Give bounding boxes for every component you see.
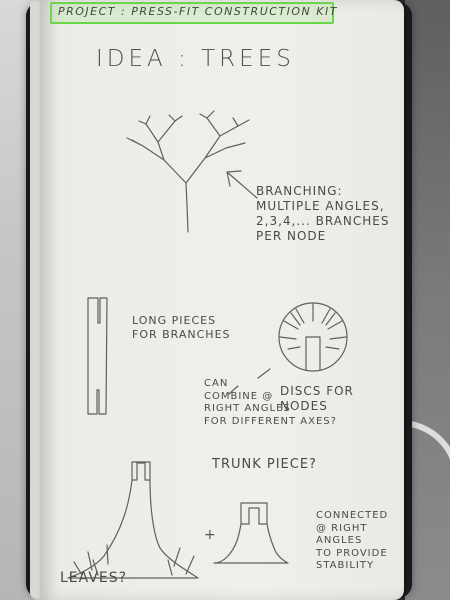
branching-note-line: PER NODE xyxy=(256,229,327,243)
long-pieces-note: LONG PIECES FOR BRANCHES xyxy=(132,314,231,342)
project-header: PROJECT : PRESS-FIT CONSTRUCTION KIT xyxy=(58,5,338,18)
connected-note-line: CONNECTED xyxy=(316,510,389,521)
white-cable xyxy=(384,420,450,600)
trunk-piece-note: TRUNK PIECE? xyxy=(212,457,317,472)
can-combine-note-line: FOR DIFFERENT AXES? xyxy=(204,415,337,427)
connected-note-line: TO PROVIDE xyxy=(316,547,388,559)
can-combine-note-line: COMBINE @ xyxy=(204,390,274,402)
discs-note-line: NODES xyxy=(280,399,328,413)
branching-note-line: BRANCHING: xyxy=(256,184,343,198)
branching-note: BRANCHING: MULTIPLE ANGLES, 2,3,4,... BR… xyxy=(256,184,389,244)
connected-note-line: @ RIGHT xyxy=(316,522,368,534)
branching-note-line: MULTIPLE ANGLES, xyxy=(256,199,385,213)
discs-note-line: DISCS FOR xyxy=(280,384,354,398)
connected-note-line: ANGLES xyxy=(316,535,363,546)
connected-note: CONNECTED @ RIGHT ANGLES TO PROVIDE STAB… xyxy=(316,510,388,573)
desk-surface-right xyxy=(405,0,450,600)
discs-note: DISCS FOR NODES xyxy=(280,384,354,414)
can-combine-note-line: CAN xyxy=(204,378,229,389)
header-highlight-box xyxy=(50,2,334,24)
plus-sign: + xyxy=(204,527,217,543)
connected-note-line: STABILITY xyxy=(316,560,375,571)
leaves-note: LEAVES? xyxy=(60,570,128,586)
can-combine-note: CAN COMBINE @ RIGHT ANGLES FOR DIFFERENT… xyxy=(204,378,337,428)
long-pieces-note-line: LONG PIECES xyxy=(132,314,217,327)
can-combine-note-line: RIGHT ANGLES xyxy=(204,403,291,414)
branching-note-line: 2,3,4,... BRANCHES xyxy=(256,214,390,228)
idea-title: IDEA : TREES xyxy=(96,46,295,72)
long-pieces-note-line: FOR BRANCHES xyxy=(132,327,231,341)
